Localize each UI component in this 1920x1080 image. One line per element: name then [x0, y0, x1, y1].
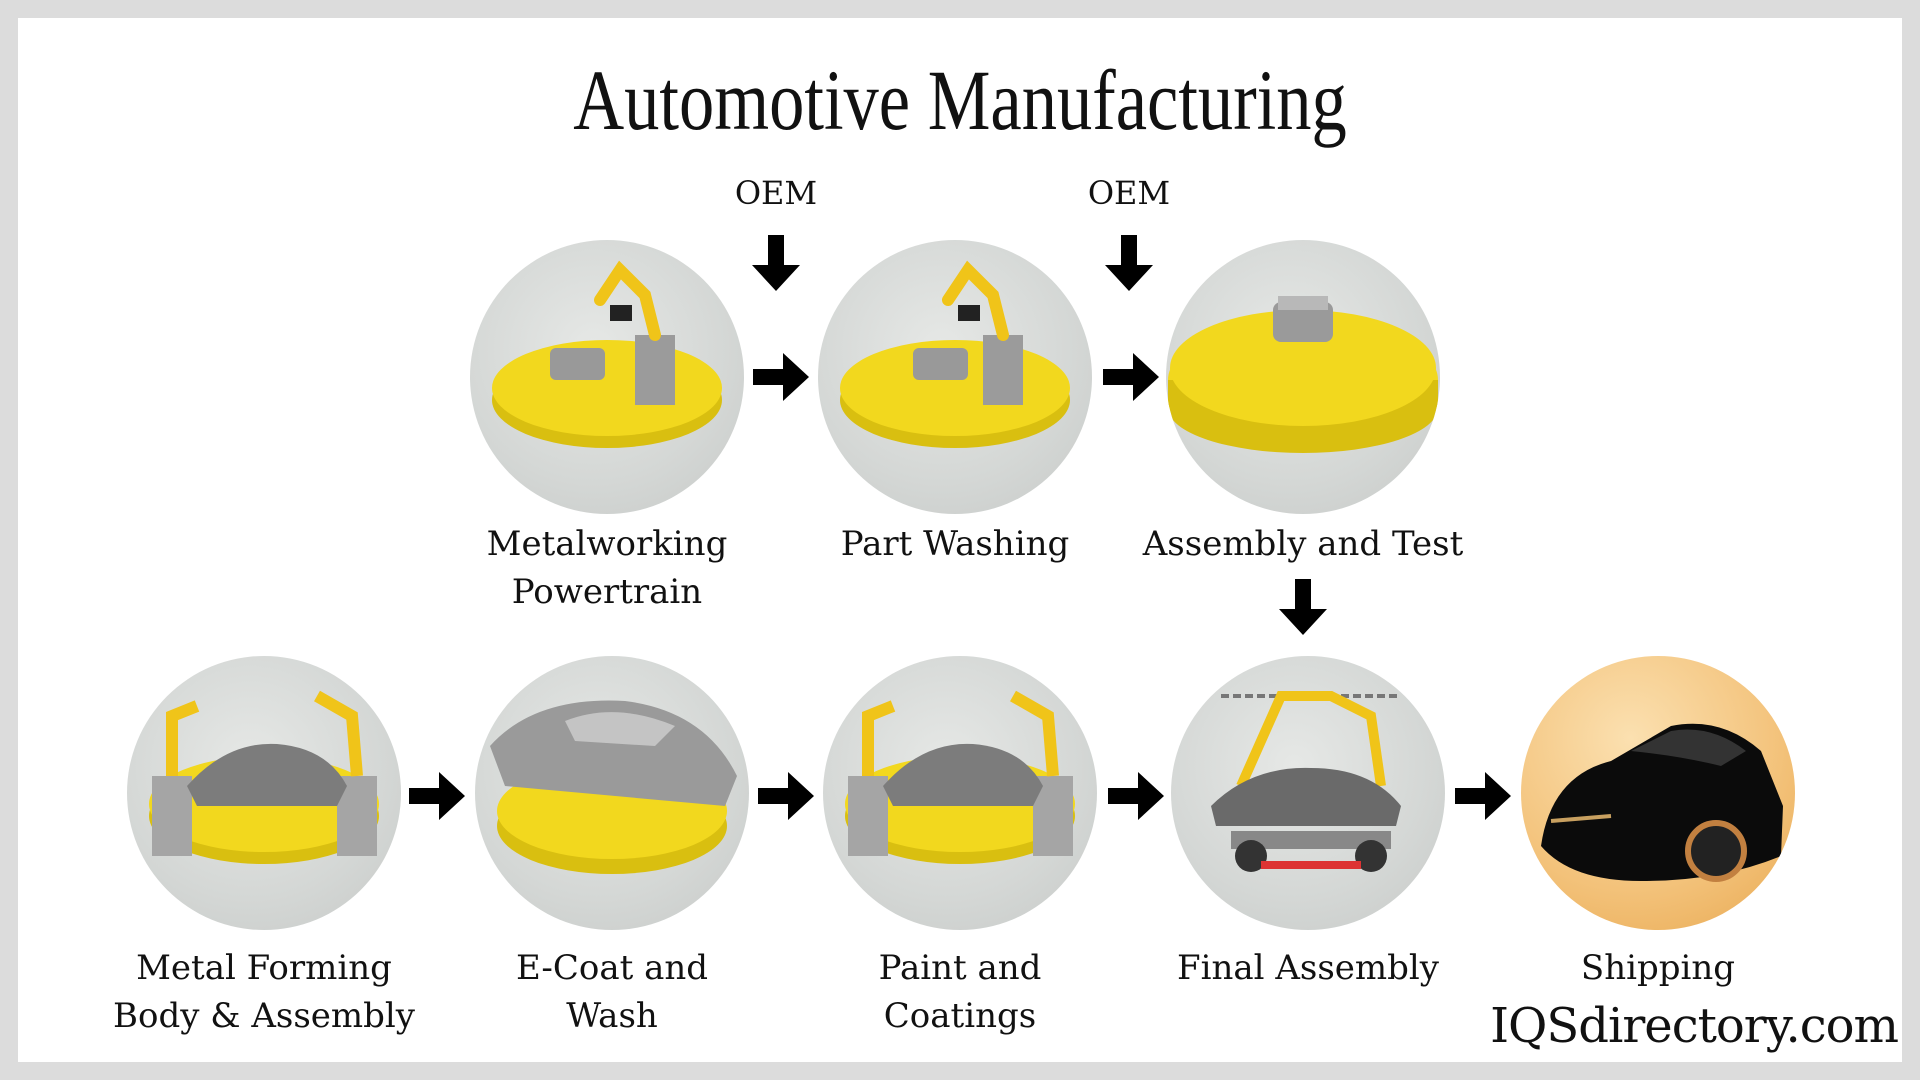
- arrow-right-icon: [1101, 347, 1161, 411]
- label-line: E-Coat and: [515, 948, 709, 988]
- arrow-right-icon: [751, 347, 811, 411]
- label-line: Part Washing: [840, 524, 1070, 564]
- part-washing-illustration: [818, 240, 1092, 514]
- label-line: Powertrain: [511, 572, 703, 612]
- part-washing-label: Part Washing: [775, 520, 1135, 568]
- metal-forming-body-assembly-illustration: [127, 656, 401, 930]
- shipping-label: Shipping: [1478, 944, 1838, 992]
- label-line: Final Assembly: [1177, 948, 1439, 988]
- label-line: Wash: [566, 996, 658, 1036]
- final-assembly-illustration: [1171, 656, 1445, 930]
- arrow-right-icon: [756, 766, 816, 830]
- paint-and-coatings-illustration: [823, 656, 1097, 930]
- label-line: Assembly and Test: [1142, 524, 1464, 564]
- arrow-right-icon: [1453, 766, 1513, 830]
- assembly-and-test-illustration: [1166, 240, 1440, 514]
- arrow-right-icon: [1106, 766, 1166, 830]
- label-line: Paint and: [878, 948, 1042, 988]
- oem-label-2: OEM: [1087, 174, 1171, 212]
- arrow-right-icon: [407, 766, 467, 830]
- oem-label-1: OEM: [734, 174, 818, 212]
- arrow-down-icon: [746, 233, 806, 297]
- label-line: Body & Assembly: [113, 996, 415, 1036]
- metalworking-powertrain-illustration: [470, 240, 744, 514]
- label-line: Metalworking: [486, 524, 728, 564]
- brand-logo-text: IQSdirectory.com: [1490, 998, 1899, 1054]
- label-line: Metal Forming: [136, 948, 392, 988]
- page-title: Automotive Manufacturing: [573, 52, 1347, 148]
- e-coat-and-wash-illustration: [475, 656, 749, 930]
- label-line: Shipping: [1580, 948, 1736, 988]
- shipping-illustration: [1521, 656, 1795, 930]
- arrow-down-icon: [1273, 577, 1333, 641]
- label-line: Coatings: [883, 996, 1037, 1036]
- arrow-down-icon: [1099, 233, 1159, 297]
- assembly-and-test-label: Assembly and Test: [1123, 520, 1483, 568]
- final-assembly-label: Final Assembly: [1128, 944, 1488, 992]
